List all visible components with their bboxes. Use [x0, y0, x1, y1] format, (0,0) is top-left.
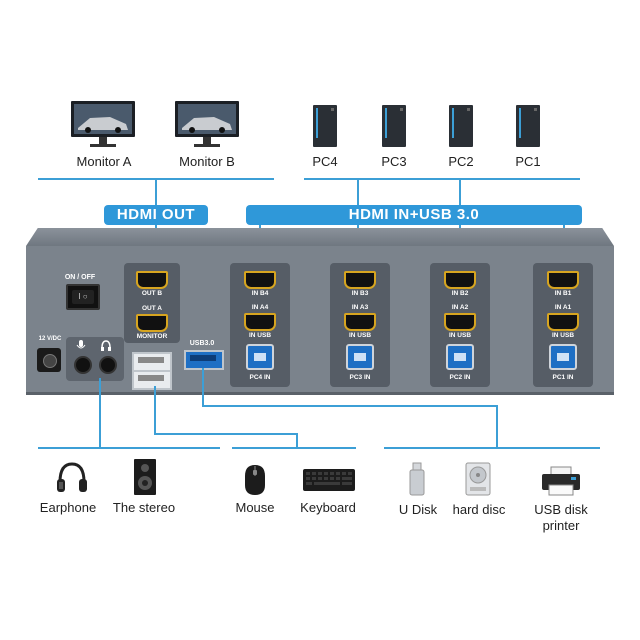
usb-a-riser-line — [296, 433, 298, 449]
power-label: ON / OFF — [64, 274, 96, 281]
in-a3-label: IN A3 — [351, 304, 369, 311]
hdmi-in-b2-port[interactable] — [444, 271, 476, 289]
monitor-b-icon — [175, 101, 239, 147]
hdmi-in-a2-port[interactable] — [444, 313, 476, 331]
usb-b-port-2[interactable] — [446, 344, 474, 370]
usb-a-tongue — [138, 375, 164, 381]
pc3-in-label: PC3 IN — [349, 374, 371, 381]
kvm-top-bevel — [26, 228, 614, 246]
usb-drive-icon — [409, 462, 425, 496]
pc3-label: PC3 — [381, 154, 407, 169]
headphones-icon — [57, 462, 87, 492]
monitor-a-icon — [71, 101, 135, 147]
power-rocker: I ○ — [72, 290, 94, 304]
monitor-label: MONITOR — [136, 333, 168, 340]
pc2-icon — [449, 105, 473, 147]
out-b-label: OUT B — [141, 290, 163, 297]
hid-bus-line — [232, 447, 356, 449]
earphone-label: Earphone — [39, 500, 97, 515]
usb30-port[interactable] — [184, 350, 224, 370]
in-a2-label: IN A2 — [451, 304, 469, 311]
hard-disc-label: hard disc — [452, 502, 506, 517]
in-usb-3-label: IN USB — [348, 332, 372, 339]
usb-b-port-4[interactable] — [246, 344, 274, 370]
headphone-port-icon — [101, 340, 111, 351]
pc2-in-label: PC2 IN — [449, 374, 471, 381]
in-usb-2-label: IN USB — [448, 332, 472, 339]
usb-a-tongue — [138, 357, 164, 363]
usb30-tongue — [190, 355, 216, 361]
in-b2-label: IN B2 — [451, 290, 469, 297]
pc-drop-line — [357, 178, 359, 208]
usb-a-port-bottom[interactable] — [132, 370, 172, 390]
usb30-label: USB3.0 — [189, 340, 215, 347]
dc-jack-hole — [43, 354, 57, 368]
usb30-riser-line — [496, 405, 498, 449]
pc4-icon — [313, 105, 337, 147]
hdmi-in-a4-port[interactable] — [244, 313, 276, 331]
power-switch[interactable]: I ○ — [66, 284, 100, 310]
mic-jack[interactable] — [74, 356, 92, 374]
monitor-a-label: Monitor A — [76, 154, 132, 169]
hdmi-in-b4-port[interactable] — [244, 271, 276, 289]
storage-bus-line — [384, 447, 600, 449]
keyboard-icon — [303, 469, 355, 491]
audio-drop-line — [99, 378, 101, 448]
hard-disc-icon — [465, 462, 491, 496]
hdmi-in-usb-header: HDMI IN+USB 3.0 — [246, 205, 582, 225]
in-b1-label: IN B1 — [554, 290, 572, 297]
audio-bus-line — [38, 447, 220, 449]
hdmi-out-b-port[interactable] — [136, 271, 168, 289]
hdmi-in-a1-port[interactable] — [547, 313, 579, 331]
pc-drop-line-2 — [459, 178, 461, 208]
pc4-label: PC4 — [312, 154, 338, 169]
pc3-icon — [382, 105, 406, 147]
usb-a-link-line — [154, 433, 298, 435]
mouse-icon — [245, 465, 265, 495]
hdmi-out-header: HDMI OUT — [104, 205, 208, 225]
usb-a-port-top[interactable] — [132, 352, 172, 372]
mouse-label: Mouse — [235, 500, 275, 515]
pc2-label: PC2 — [448, 154, 474, 169]
pc1-label: PC1 — [515, 154, 541, 169]
pc-bus-line — [304, 178, 580, 180]
hdmi-in-b1-port[interactable] — [547, 271, 579, 289]
speaker-icon — [134, 459, 156, 495]
in-b4-label: IN B4 — [251, 290, 269, 297]
hdmi-in-a3-port[interactable] — [344, 313, 376, 331]
headphone-jack[interactable] — [99, 356, 117, 374]
in-usb-4-label: IN USB — [248, 332, 272, 339]
usb30-link-line — [202, 405, 498, 407]
in-b3-label: IN B3 — [351, 290, 369, 297]
usb-a-drop-line — [154, 386, 156, 434]
out-a-label: OUT A — [142, 305, 162, 312]
microphone-icon — [76, 340, 86, 349]
monitor-b-label: Monitor B — [179, 154, 235, 169]
printer-label: printer — [542, 518, 580, 533]
hdmi-in-b3-port[interactable] — [344, 271, 376, 289]
pc4-in-label: PC4 IN — [249, 374, 271, 381]
udisk-label: U Disk — [398, 502, 438, 517]
printer-icon — [542, 466, 580, 496]
pc1-in-label: PC1 IN — [552, 374, 574, 381]
usb-b-port-3[interactable] — [346, 344, 374, 370]
in-a4-label: IN A4 — [251, 304, 269, 311]
stereo-label: The stereo — [112, 500, 176, 515]
dc-jack[interactable] — [37, 348, 61, 372]
pc1-icon — [516, 105, 540, 147]
usb30-drop-line — [202, 368, 204, 406]
in-a1-label: IN A1 — [554, 304, 572, 311]
in-usb-1-label: IN USB — [551, 332, 575, 339]
hdmi-out-a-port[interactable] — [136, 314, 168, 332]
keyboard-label: Keyboard — [300, 500, 356, 515]
usb-disk-label: USB disk — [534, 502, 588, 517]
dc-label: 12 V/DC — [38, 336, 62, 342]
usb-b-port-1[interactable] — [549, 344, 577, 370]
